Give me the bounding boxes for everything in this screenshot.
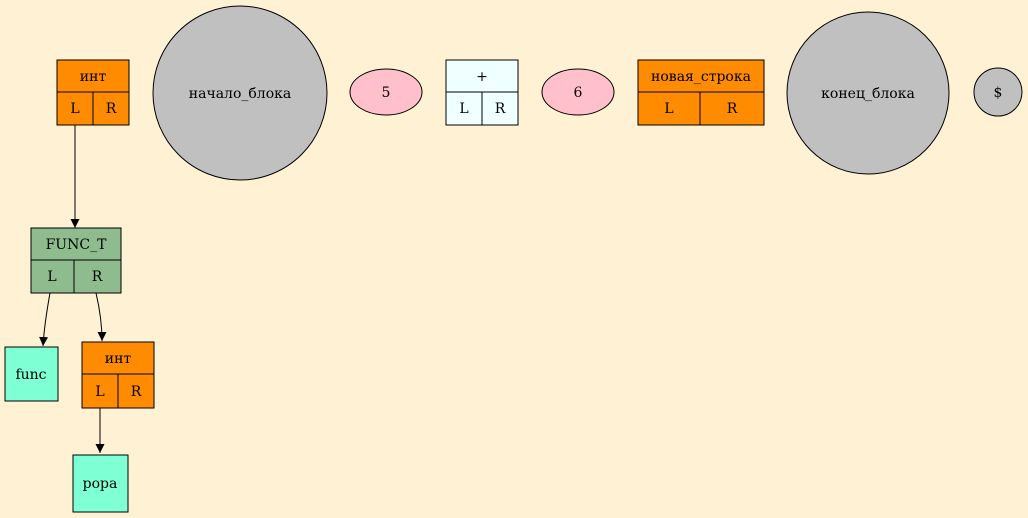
node-block-start-label: начало_блока (189, 86, 291, 102)
node-num-5[interactable]: 5 (349, 68, 423, 116)
node-new-line-right-label: R (727, 101, 738, 117)
node-block-start-shape (152, 5, 328, 181)
node-int-top-left-label: L (70, 101, 79, 117)
node-func-t[interactable]: FUNC_T L R (30, 227, 122, 294)
node-int-top-label: инт (80, 69, 107, 85)
node-int-top-right-label: R (106, 101, 117, 117)
node-int-top-right-port (92, 91, 130, 126)
node-block-end-label: конец_блока (821, 86, 915, 102)
node-plus-right-label: R (495, 101, 506, 117)
node-func-shape (4, 346, 59, 402)
node-num-6-label: 6 (574, 85, 583, 101)
edges (39, 125, 107, 453)
node-popa[interactable]: popa (72, 454, 129, 513)
node-int-mid[interactable]: инт L R (81, 341, 155, 409)
node-int-mid-right-port (117, 373, 155, 409)
node-block-end[interactable]: конец_блока (786, 11, 950, 175)
node-int-mid-left-port (81, 373, 119, 409)
node-int-mid-header (81, 341, 155, 375)
node-int-top-header (56, 59, 130, 93)
node-num-6-shape (541, 68, 615, 116)
node-plus-label: + (476, 69, 488, 85)
node-popa-shape (72, 454, 129, 513)
node-new-line-left-label: L (664, 101, 673, 117)
node-int-mid-label: инт (105, 351, 132, 367)
node-func-t-right-label: R (92, 269, 103, 285)
node-plus-right-port (481, 91, 519, 126)
node-num-5-label: 5 (382, 85, 391, 101)
node-plus-left-label: L (459, 101, 468, 117)
node-new-line-right-port (699, 91, 765, 126)
node-func-t-header (30, 227, 122, 261)
node-func-t-left-port (30, 259, 75, 294)
node-popa-label: popa (83, 476, 118, 492)
node-num-5-shape (349, 68, 423, 116)
node-new-line[interactable]: новая_строка L R (637, 59, 765, 126)
node-new-line-label: новая_строка (651, 69, 751, 85)
node-func-t-left-label: L (47, 269, 56, 285)
node-int-mid-right-label: R (131, 384, 142, 400)
node-plus-header (445, 59, 519, 93)
node-plus-left-port (445, 91, 483, 126)
node-func[interactable]: func (4, 346, 59, 402)
node-int-top[interactable]: инт L R (56, 59, 130, 126)
node-func-t-label: FUNC_T (46, 237, 107, 253)
node-plus[interactable]: + L R (445, 59, 519, 126)
node-func-label: func (15, 367, 46, 383)
node-func-t-right-port (73, 259, 122, 294)
node-int-mid-left-label: L (95, 384, 104, 400)
node-new-line-header (637, 59, 765, 93)
node-block-end-shape (786, 11, 950, 175)
edge-functype-to-int (95, 292, 107, 342)
node-dollar-label: $ (994, 85, 1003, 101)
node-block-start[interactable]: начало_блока (152, 5, 328, 181)
node-dollar-shape (973, 67, 1023, 117)
node-num-6[interactable]: 6 (541, 68, 615, 116)
edge-functype-to-func (39, 292, 51, 347)
node-int-top-left-port (56, 91, 94, 126)
node-dollar[interactable]: $ (973, 67, 1023, 117)
